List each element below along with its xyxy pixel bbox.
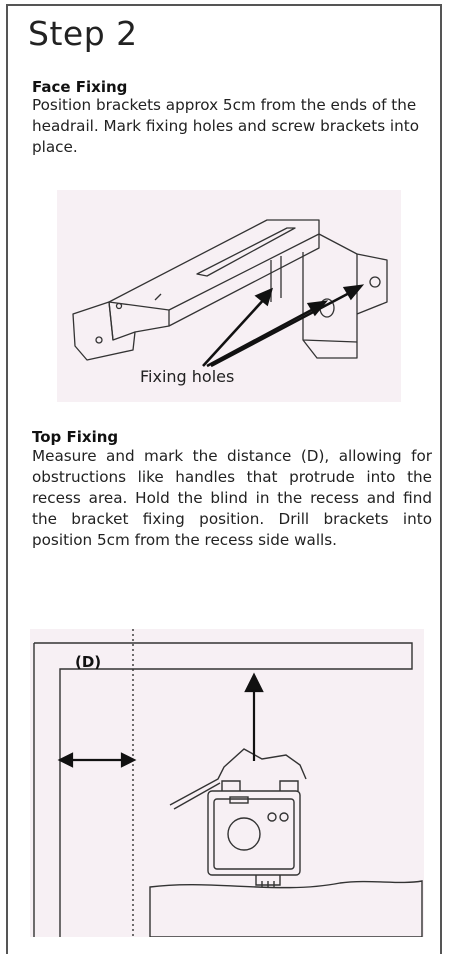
recess-diagram [33, 629, 423, 937]
step-title: Step 2 [28, 14, 138, 53]
face-fixing-heading: Face Fixing [32, 78, 128, 96]
face-fixing-figure: Fixing holes [57, 190, 401, 402]
top-fixing-text: Measure and mark the distance (D), allow… [32, 447, 432, 549]
bracket-illustration [72, 219, 388, 368]
fixing-holes-label: Fixing holes [140, 367, 235, 386]
face-fixing-text: Position brackets approx 5cm from the en… [32, 96, 420, 156]
distance-d-label: (D) [75, 653, 102, 671]
top-fixing-heading: Top Fixing [32, 428, 119, 446]
top-fixing-figure: (D) [30, 629, 424, 937]
